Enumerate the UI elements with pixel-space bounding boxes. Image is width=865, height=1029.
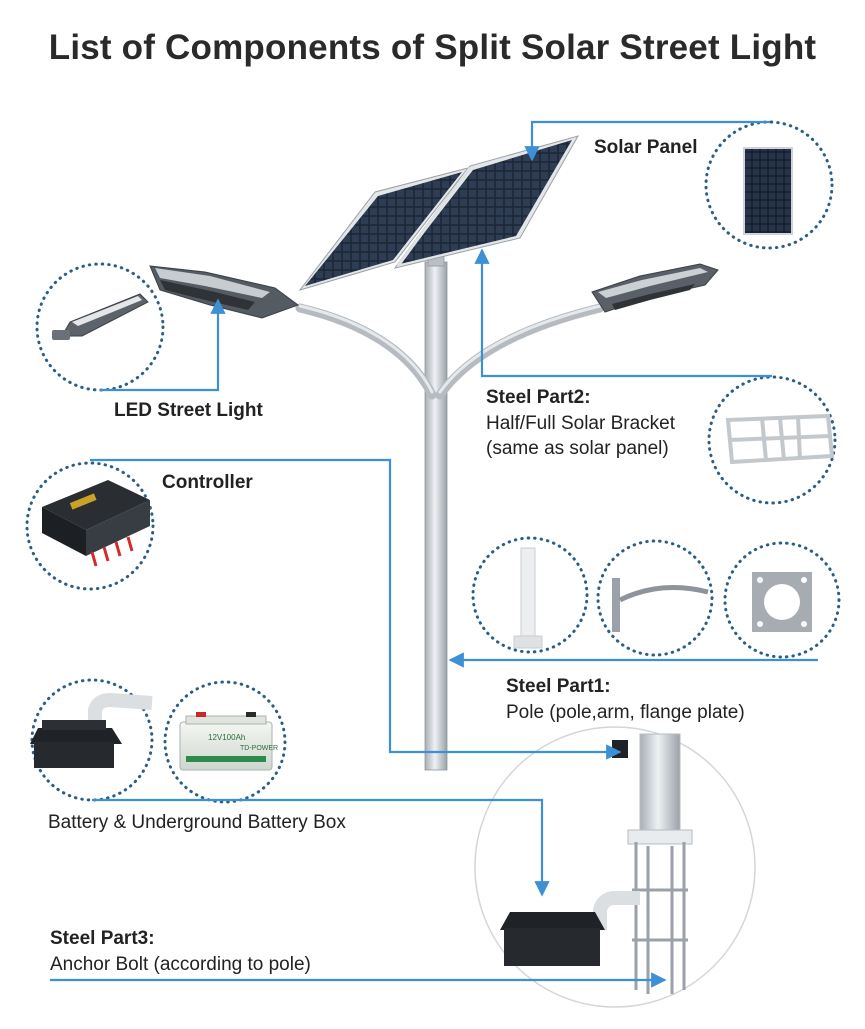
- battery-capacity-print: 12V100Ah: [208, 733, 245, 742]
- controller-label: Controller: [162, 472, 253, 493]
- diagram-title: List of Components of Split Solar Street…: [48, 28, 817, 67]
- arm-thumbnail: [612, 578, 709, 632]
- solar-panel-array: [298, 135, 580, 291]
- steel-part2-title: Steel Part2:: [486, 387, 591, 408]
- controller-leader: [90, 458, 622, 760]
- pole-circle: [471, 536, 589, 654]
- steel-part3-line1: Anchor Bolt (according to pole): [50, 954, 311, 975]
- bracket-circle: [707, 375, 837, 505]
- steel-part1-line1: Pole (pole,arm, flange plate): [506, 702, 745, 723]
- flange-circle: [723, 541, 841, 659]
- arm-circle: [596, 539, 714, 657]
- pole-arms: [295, 303, 605, 400]
- battery-label: Battery & Underground Battery Box: [48, 812, 346, 833]
- solar-panel-circle: [704, 120, 834, 250]
- steel-part3-title: Steel Part3:: [50, 928, 155, 949]
- steel-part1-title: Steel Part1:: [506, 676, 611, 697]
- battery-box-thumbnail: [30, 692, 153, 768]
- solar-panel-leader: [524, 120, 770, 162]
- flange-thumbnail: [752, 572, 812, 632]
- battery-thumbnail: [179, 712, 273, 771]
- main-pole: [424, 261, 448, 771]
- bracket-leader: [474, 248, 772, 378]
- led-street-light-label: LED Street Light: [114, 400, 263, 421]
- battery-brand-print: TD-POWER: [240, 745, 278, 752]
- led-lamp-left: [149, 265, 300, 319]
- installation-thumbnail: [500, 733, 693, 994]
- bracket-thumbnail: [725, 413, 835, 465]
- pole-thumbnail: [513, 547, 543, 649]
- led-lamp-right: [591, 263, 719, 313]
- battery-leader: [92, 798, 550, 897]
- installation-circle: [474, 726, 756, 1008]
- solar-panel-label: Solar Panel: [594, 137, 698, 158]
- led-light-leader: [100, 298, 226, 392]
- controller-circle: [25, 461, 155, 591]
- steel-part2-line1: Half/Full Solar Bracket: [486, 413, 676, 434]
- solar-panel-thumbnail: [743, 147, 793, 235]
- steel-part2-line2: (same as solar panel): [486, 438, 669, 459]
- led-light-thumbnail: [52, 293, 149, 340]
- controller-thumbnail: [42, 480, 150, 567]
- battery-circle: [163, 680, 287, 804]
